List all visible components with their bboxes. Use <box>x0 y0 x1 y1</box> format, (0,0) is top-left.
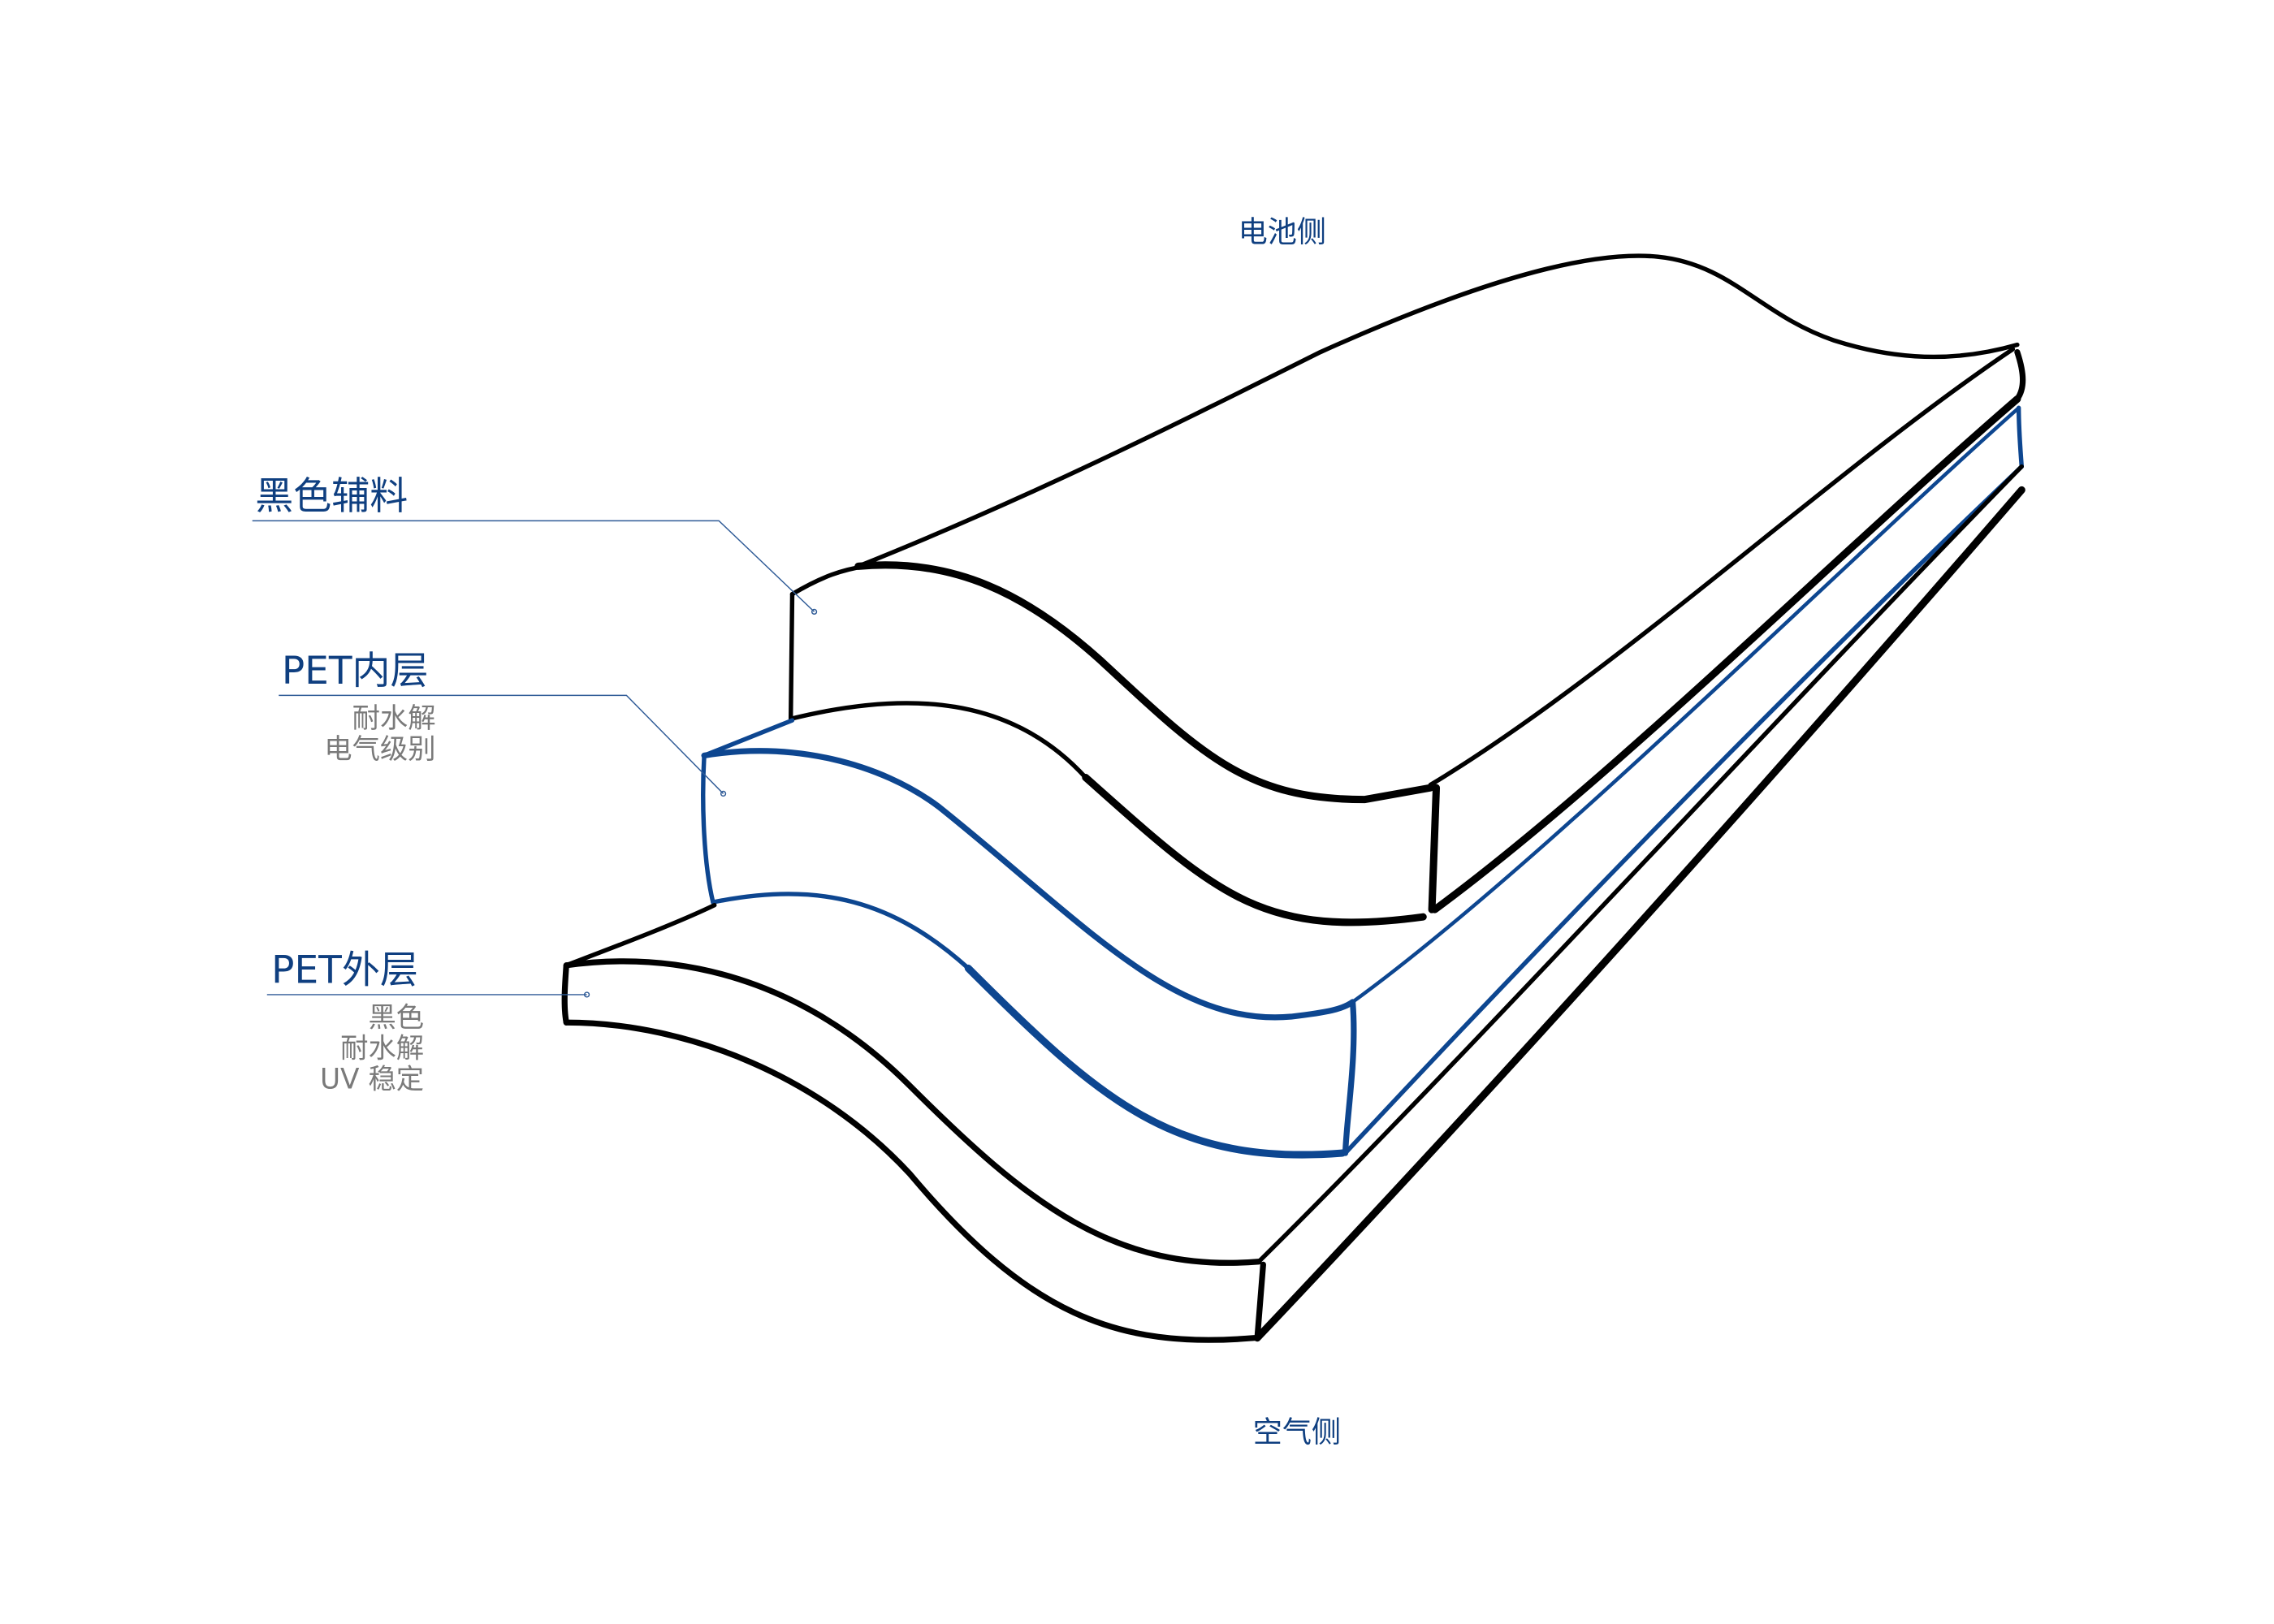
pet-inner-title: PET内层 <box>282 649 429 693</box>
black-auxiliary-leader-line <box>252 520 815 612</box>
air-side-label: 空气侧 <box>1253 1415 1341 1449</box>
pet-inner-feature: 耐水解 <box>352 702 436 735</box>
leader-dot <box>811 608 818 615</box>
battery-side-label: 电池侧 <box>1239 214 1326 249</box>
pet-outer-feature: 耐水解 <box>340 1033 424 1065</box>
pet-outer-feature: 黑色 <box>368 1002 424 1034</box>
pet-inner-feature: 电气级别 <box>324 733 435 766</box>
leader-dot <box>720 790 727 797</box>
pet-inner-layer-shape <box>701 405 2024 1159</box>
black-auxiliary-title: 黑色辅料 <box>255 474 408 519</box>
leader-dot <box>583 991 590 998</box>
black-auxiliary-layer-shape <box>788 253 2026 926</box>
pet-outer-layer-shape <box>561 464 2025 1343</box>
pet-outer-title: PET外层 <box>271 948 418 992</box>
pet-outer-feature: UV 稳定 <box>320 1064 424 1096</box>
pet-inner-leader-line <box>279 694 724 794</box>
